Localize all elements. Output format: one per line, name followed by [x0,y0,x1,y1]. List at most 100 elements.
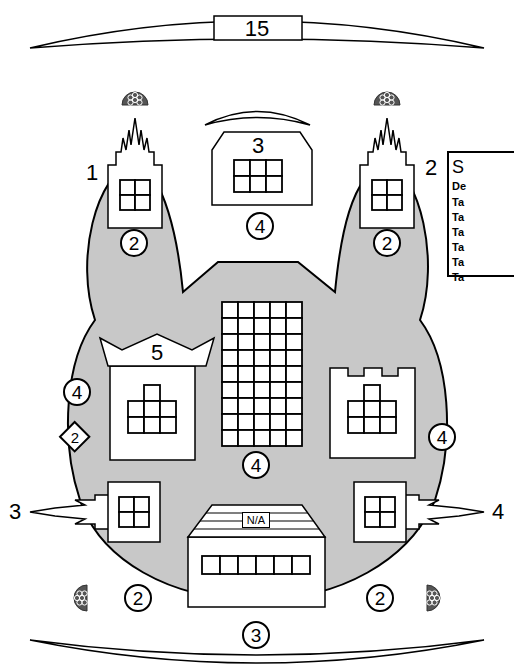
window-pane [286,414,302,430]
window-grid [234,160,282,192]
window-pane [266,176,282,192]
node-text: 3 [251,626,262,645]
side-tower [354,482,484,542]
legend-line: Ta [452,272,464,283]
window-pane [256,556,274,574]
window-grid [364,385,380,401]
circled-number: 4 [428,423,456,451]
window-pane [270,398,286,414]
window-pane [202,556,220,574]
front-building [188,537,325,607]
crown [100,334,214,366]
roof-stripe [194,528,319,529]
window-pane [119,497,134,512]
window-pane [135,195,150,210]
tower-number: 4 [492,501,504,523]
window-pane [120,180,135,195]
window-grid [119,497,149,527]
window-pane [286,334,302,350]
window-pane [128,417,144,433]
roof-sign: N/A [242,512,270,528]
house-arc [205,112,310,126]
node-text: N/A [247,515,265,526]
orb-icon [74,585,87,611]
node-text: 4 [255,217,266,236]
window-pane [364,417,380,433]
circled-number: 2 [124,584,152,612]
window-pane [222,302,238,318]
window-pane [254,366,270,382]
diamond-number: 2 [59,421,90,452]
window-grid [365,497,395,527]
window-pane [222,414,238,430]
window-pane [270,366,286,382]
node-text: 2 [382,234,393,253]
window-pane [380,417,396,433]
window-pane [270,350,286,366]
orb-icon [427,585,440,611]
window-pane [222,382,238,398]
window-pane [270,302,286,318]
window-pane [254,398,270,414]
window-pane [222,398,238,414]
window-pane [238,302,254,318]
right-building [330,368,415,458]
window-pane [387,180,402,195]
legend-line: De [452,181,466,192]
window-grid [120,180,150,210]
window-pane [365,512,380,527]
legend-heading: S [452,158,464,176]
circled-number: 4 [246,212,274,240]
window-pane [286,398,302,414]
window-pane [254,430,270,446]
arc-number: 3 [250,134,266,158]
node-text: 2 [71,430,79,445]
window-pane [160,417,176,433]
orb-icon [74,585,87,611]
window-pane [270,318,286,334]
window-pane [286,302,302,318]
window-pane [234,160,250,176]
window-pane [222,350,238,366]
window-pane [270,430,286,446]
legend-line: Ta [452,227,464,238]
window-grid [128,401,176,433]
side-spire [30,495,108,529]
roof-stripes [194,513,319,529]
window-pane [380,497,395,512]
window-pane [372,195,387,210]
window-pane [364,385,380,401]
node-text: 2 [133,589,144,608]
node-text: 2 [375,589,386,608]
legend-box [448,152,514,276]
house [212,132,312,205]
window-pane [234,176,250,192]
orb-icon [427,585,440,611]
window-pane [372,180,387,195]
node-text: 4 [72,383,83,402]
window-pane [128,401,144,417]
legend-line: Ta [452,197,464,208]
window-grid [144,385,160,401]
band-number: 15 [243,17,271,41]
node-text: 4 [437,428,448,447]
side-spire [406,495,484,529]
window-pane [222,430,238,446]
front-roof [188,505,325,537]
window-pane [238,366,254,382]
window-pane [134,512,149,527]
window-pane [238,398,254,414]
window-pane [286,366,302,382]
window-pane [134,497,149,512]
window-pane [270,414,286,430]
node-text: 3 [252,135,264,157]
circled-number: 3 [242,621,270,649]
window-pane [222,334,238,350]
window-pane [254,334,270,350]
window-pane [254,302,270,318]
window-grid [222,302,302,446]
tower-number: 3 [9,501,21,523]
node-text: 5 [151,342,163,364]
window-grid [372,180,402,210]
